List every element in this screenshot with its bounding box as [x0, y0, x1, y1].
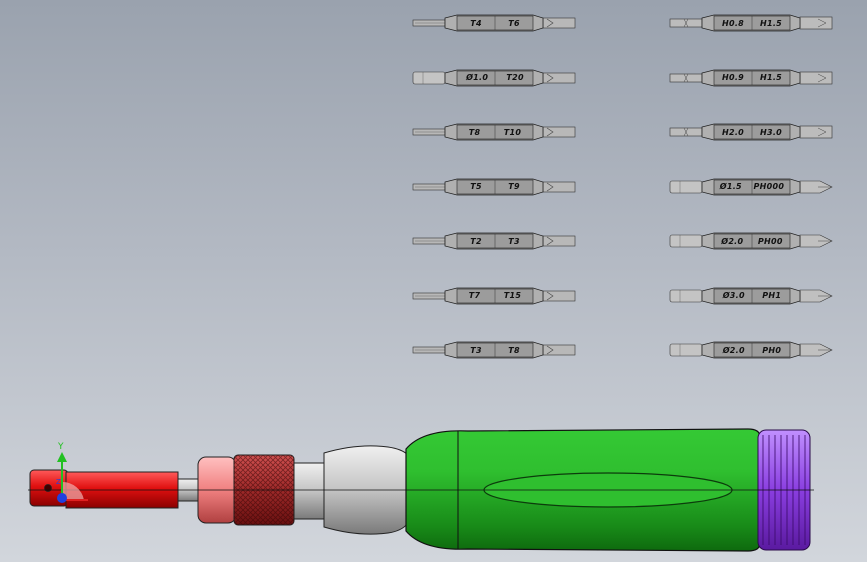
bit-label-b: T8 [508, 345, 520, 355]
bit-label-b: H1.5 [759, 18, 783, 28]
bit-label-a: Ø1.0 [466, 73, 489, 82]
bit-label-a: H0.9 [721, 73, 745, 82]
bit-item[interactable]: H0.9 H1.5 [669, 68, 833, 88]
bit-label-b: H3.0 [759, 127, 783, 137]
bit-label-b: T6 [508, 18, 520, 28]
bit-label: Ø2.0 PH00 [714, 234, 790, 248]
screwdriver-model[interactable] [28, 425, 818, 555]
bit-label-a: Ø3.0 [722, 291, 745, 300]
bit-label-b: H1.5 [759, 73, 783, 82]
bit-label: Ø1.5 PH000 [714, 180, 790, 194]
bit-label-a: T3 [470, 345, 482, 355]
bit-item[interactable]: H0.8 H1.5 [669, 13, 833, 33]
bit-label-b: PH1 [762, 291, 782, 300]
bit-label-b: T3 [508, 236, 520, 246]
reference-triad [57, 452, 88, 503]
bit-label-a: H0.8 [721, 18, 745, 28]
bit-label: T7 T15 [457, 289, 533, 303]
bit-label: T4 T6 [457, 16, 533, 30]
bit-label-a: T7 [468, 291, 481, 300]
bit-label-a: Ø2.0 [721, 236, 744, 246]
bit-label: H2.0 H3.0 [714, 125, 790, 139]
bit-item[interactable]: Ø2.0 PH0 [669, 340, 833, 360]
bit-item[interactable]: Ø1.5 PH000 [669, 177, 833, 197]
bit-label-a: T2 [470, 236, 482, 246]
bit-label: T5 T9 [457, 180, 533, 194]
bit-label: Ø1.0 T20 [457, 71, 533, 85]
bit-label: T3 T8 [457, 343, 533, 357]
triad-z-label: Z [56, 478, 61, 486]
bit-label: T2 T3 [457, 234, 533, 248]
bit-label-a: T5 [470, 182, 482, 191]
bit-label: Ø3.0 PH1 [714, 289, 790, 303]
bit-label-a: Ø2.0 [722, 345, 745, 355]
bit-label-b: T9 [508, 182, 520, 191]
bit-item[interactable]: Ø2.0 PH00 [669, 231, 833, 251]
bit-label-b: PH000 [753, 182, 785, 191]
triad-y-label: Y [58, 442, 64, 452]
bit-item[interactable]: T3 T8 [412, 340, 576, 360]
bit-label-a: T8 [468, 127, 481, 137]
bit-item[interactable]: T4 T6 [412, 13, 576, 33]
bit-item[interactable]: T8 T10 [412, 122, 576, 142]
bit-item[interactable]: H2.0 H3.0 [669, 122, 833, 142]
bit-label: T8 T10 [457, 125, 533, 139]
bit-label: H0.8 H1.5 [714, 16, 790, 30]
bit-label-b: T10 [503, 127, 522, 137]
ferrule-step [293, 462, 325, 520]
bit-item[interactable]: Ø3.0 PH1 [669, 286, 833, 306]
bit-label-b: PH00 [757, 236, 783, 246]
bit-label-b: PH0 [762, 345, 782, 355]
bit-item[interactable]: T7 T15 [412, 286, 576, 306]
bit-label: Ø2.0 PH0 [714, 343, 790, 357]
bit-item[interactable]: T2 T3 [412, 231, 576, 251]
bit-item[interactable]: T5 T9 [412, 177, 576, 197]
y-axis-arrow [57, 452, 67, 462]
bit-label-a: H2.0 [721, 127, 745, 137]
bit-label-a: T4 [470, 18, 482, 28]
bit-label: H0.9 H1.5 [714, 71, 790, 85]
bit-label-a: Ø1.5 [719, 182, 742, 191]
bit-item[interactable]: Ø1.0 T20 [412, 68, 576, 88]
bit-label-b: T15 [503, 291, 522, 300]
bit-label-b: T20 [506, 73, 524, 82]
